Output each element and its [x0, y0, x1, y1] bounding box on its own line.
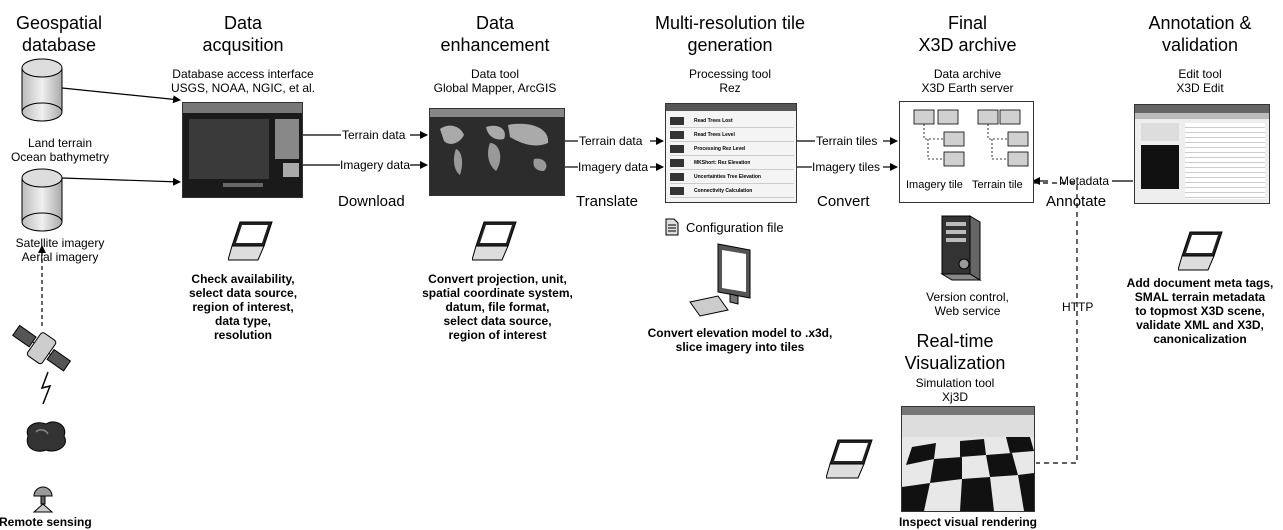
acquisition-subtitle: Database access interface USGS, NOAA, NG…	[170, 67, 316, 95]
tiles-title: Multi-resolution tile generation	[654, 13, 806, 55]
config-file-label: Configuration file	[686, 220, 784, 235]
monitor-icon	[689, 243, 751, 317]
laptop-icon	[826, 439, 873, 479]
folder-tree-terrain	[977, 109, 1029, 167]
geospatial-title: Geospatial database	[15, 13, 103, 55]
translate-label: Translate	[576, 193, 638, 210]
http-label: HTTP	[1062, 300, 1094, 314]
server-icon	[940, 215, 982, 281]
visualization-subtitle: Simulation tool Xj3D	[915, 376, 995, 404]
map-screenshot	[429, 108, 565, 196]
satellite-db-label: Satellite imagery Aerial imagery	[15, 236, 105, 264]
satellite-icon	[12, 324, 72, 372]
acquisition-title: Data acqusition	[202, 13, 284, 55]
terrain-data-label: Terrain data	[579, 134, 643, 148]
rez-step-icon	[670, 172, 684, 181]
db-land-link	[54, 83, 181, 104]
annotation-title: Annotation & validation	[1148, 13, 1252, 55]
convert-label: Convert	[817, 193, 870, 210]
rez-step-icon	[670, 130, 684, 139]
metadata-label: Metadata	[1059, 174, 1110, 188]
imagery-data-label: Imagery data	[578, 160, 649, 174]
rez-step-row: Connectivity Calculation	[670, 184, 794, 198]
enhancement-description: Convert projection, unit, spatial coordi…	[422, 272, 573, 342]
http-link	[1034, 182, 1078, 464]
ground-station-icon	[32, 486, 54, 513]
database-icon	[21, 168, 63, 232]
enhancement-title: Data enhancement	[440, 13, 550, 55]
lightning-icon	[40, 371, 52, 405]
annotate-label: Annotate	[1046, 193, 1107, 210]
acquisition-description: Check availability, select data source, …	[188, 272, 298, 342]
imagery-tiles-label: Imagery tiles	[812, 160, 881, 174]
land-db-label: Land terrain Ocean bathymetry	[10, 136, 110, 164]
visualization-title: Real-time Visualization	[904, 331, 1006, 373]
archive-title: Final X3D archive	[918, 13, 1017, 55]
rez-step-label: Read Trees Level	[694, 131, 735, 138]
rez-step-row: Processing Rez Level	[670, 142, 794, 156]
xj3d-render	[901, 406, 1035, 512]
x3d-edit-screenshot	[1134, 104, 1270, 204]
rez-step-row: Read Trees Lost	[670, 114, 794, 128]
rez-step-row: MKShort: Rez Elevation	[670, 156, 794, 170]
tiles-description: Convert elevation model to .x3d, slice i…	[647, 326, 833, 354]
rez-step-icon	[670, 186, 684, 195]
archive-subtitle: Data archive X3D Earth server	[921, 67, 1014, 95]
rez-step-icon	[670, 158, 684, 167]
annotation-description: Add document meta tags, SMAL terrain met…	[1126, 276, 1274, 346]
annotation-subtitle: Edit tool X3D Edit	[1176, 67, 1224, 95]
imagery-data-label: Imagery data	[340, 158, 411, 172]
archive-description: Version control, Web service	[926, 290, 1009, 318]
imagery-tile-label: Imagery tile	[906, 179, 963, 191]
rez-step-label: MKShort: Rez Elevation	[694, 159, 751, 166]
laptop-icon	[228, 221, 273, 261]
visualization-description: Inspect visual rendering	[898, 515, 1038, 529]
tile-archive-box: Imagery tile Terrain tile	[899, 101, 1034, 203]
rez-step-icon	[670, 116, 684, 125]
db-satellite-link	[54, 173, 181, 186]
terrain-tile-label: Terrain tile	[972, 179, 1023, 191]
earth-icon	[26, 421, 66, 452]
document-icon	[665, 218, 679, 236]
rez-step-row: Read Trees Level	[670, 128, 794, 142]
laptop-icon	[1178, 231, 1223, 271]
acquisition-screenshot	[182, 102, 303, 198]
database-icon	[21, 58, 63, 122]
laptop-icon	[472, 221, 517, 261]
rez-step-label: Processing Rez Level	[694, 145, 746, 152]
rez-step-label: Connectivity Calculation	[694, 187, 753, 194]
terrain-data-label: Terrain data	[342, 128, 406, 142]
enhancement-subtitle: Data tool Global Mapper, ArcGIS	[433, 67, 557, 95]
rez-step-icon	[670, 144, 684, 153]
folder-tree-imagery	[913, 109, 965, 167]
rez-step-label: Uncertainties Tree Elevation	[694, 173, 761, 180]
rez-step-row: Uncertainties Tree Elevation	[670, 170, 794, 184]
remote-sensing-label: Remote sensing	[0, 515, 92, 529]
download-label: Download	[338, 193, 405, 210]
rez-step-label: Read Trees Lost	[694, 117, 733, 124]
terrain-tiles-label: Terrain tiles	[816, 134, 878, 148]
tiles-subtitle: Processing tool Rez	[688, 67, 772, 95]
